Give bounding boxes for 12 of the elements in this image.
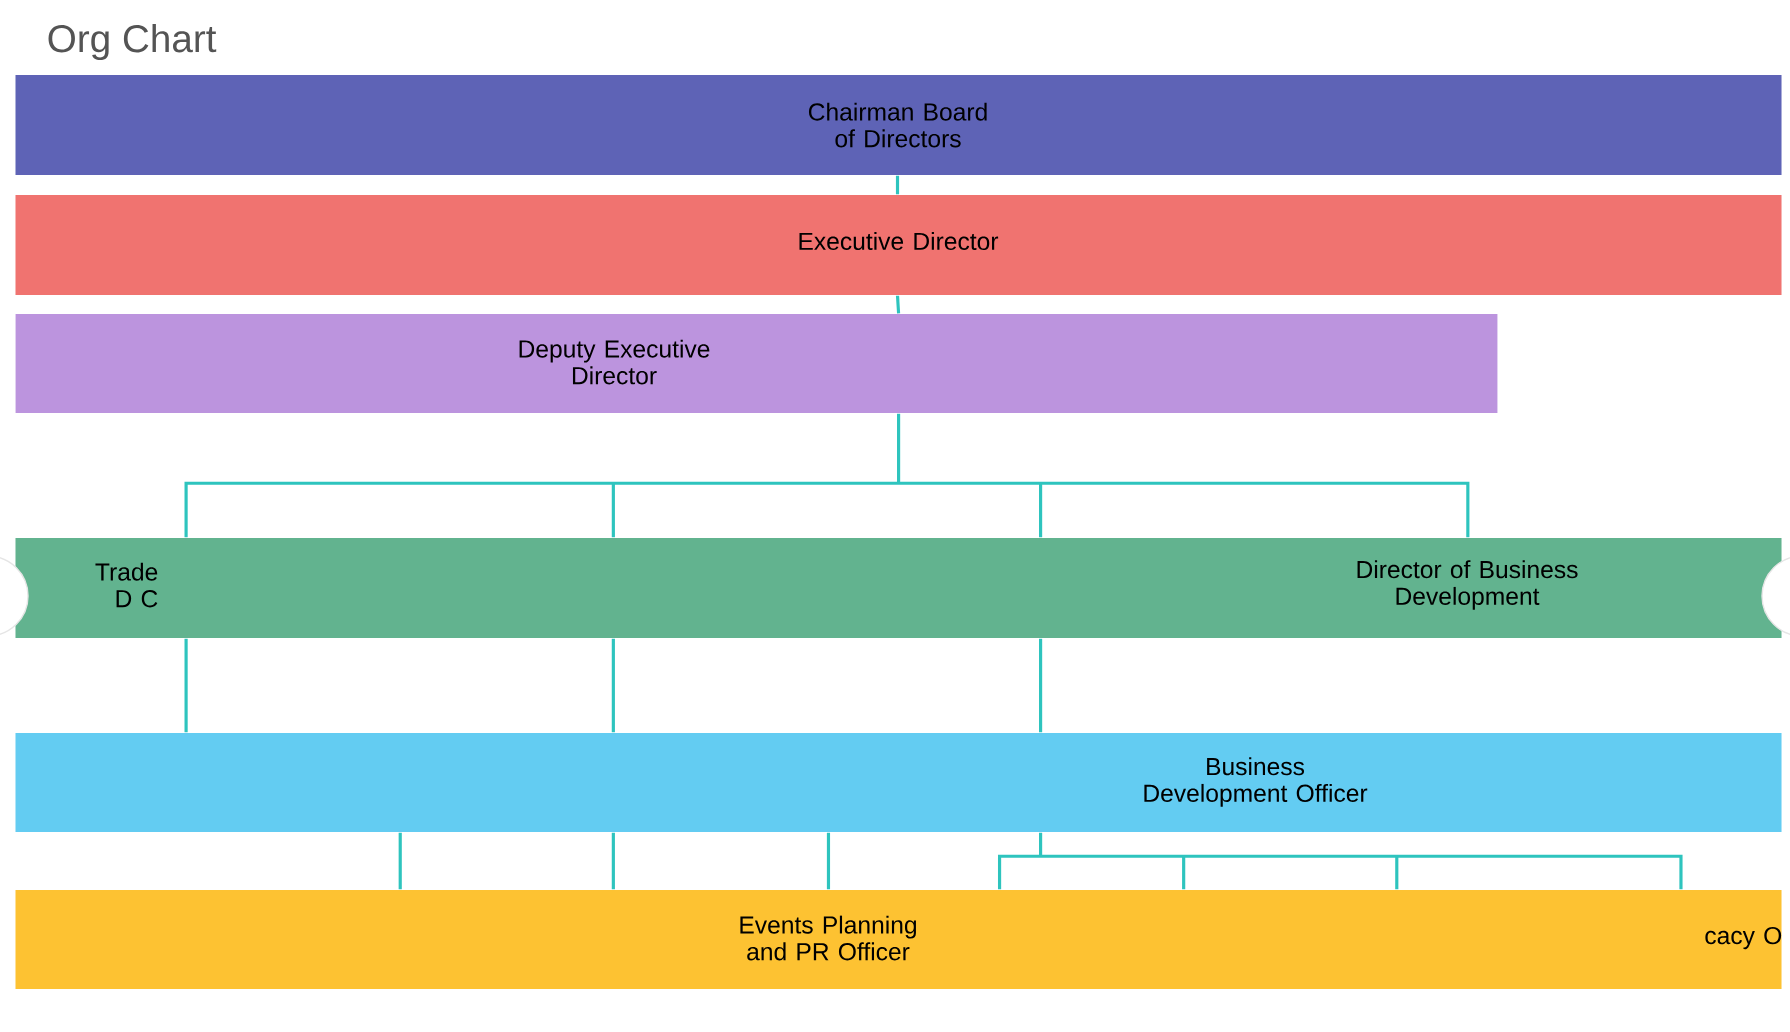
position-box: Trade D C Director of Business Development	[15, 538, 1782, 639]
connector-line	[184, 412, 1470, 539]
position-box: Deputy Executive Director	[15, 314, 1498, 414]
position-box: Chairman Board of Directors	[15, 75, 1782, 176]
position-box: Business Development Officer	[15, 733, 1782, 833]
connector-line	[398, 831, 1683, 891]
connector-line	[895, 175, 900, 195]
connector-line	[184, 637, 1043, 734]
title: Org Chart	[48, 24, 217, 60]
connector-line	[895, 295, 901, 314]
position-box: Events Planning and PR Officer cacy O	[15, 890, 1782, 990]
position-box: Executive Director	[15, 195, 1782, 296]
